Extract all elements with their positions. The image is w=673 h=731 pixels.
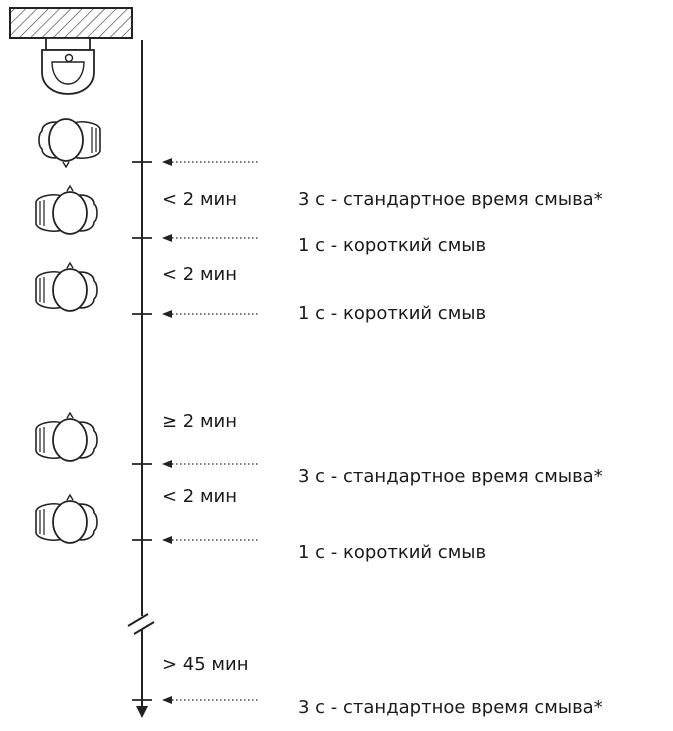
interval-label: < 2 мин: [162, 264, 238, 285]
person-top-view-icon: [35, 494, 98, 544]
arrow-head-icon: [162, 696, 172, 704]
person-top-view-icon: [35, 412, 98, 462]
ceiling-hatch-icon: [9, 7, 133, 39]
interval-label: < 2 мин: [162, 486, 238, 507]
person-top-view-icon: [38, 118, 101, 168]
person-top-view-icon: [35, 262, 98, 312]
flush-label: 3 с - стандартное время смыва*: [298, 189, 603, 210]
flush-label: 3 с - стандартное время смыва*: [298, 697, 603, 718]
interval-label: < 2 мин: [162, 189, 238, 210]
flush-label: 1 с - короткий смыв: [298, 235, 487, 256]
time-axis: [127, 40, 155, 718]
arrow-head-icon: [162, 460, 172, 468]
arrow-head-icon: [162, 234, 172, 242]
interval-label: ≥ 2 мин: [162, 411, 238, 432]
arrow-head-icon: [162, 310, 172, 318]
flush-event-markers: [132, 158, 260, 704]
person-top-view-icon: [35, 185, 98, 235]
flush-label: 1 с - короткий смыв: [298, 542, 487, 563]
interval-label: > 45 мин: [162, 654, 249, 675]
arrow-head-icon: [162, 158, 172, 166]
flush-label: 3 с - стандартное время смыва*: [298, 466, 603, 487]
urinal-sensor-icon: [41, 37, 95, 95]
flush-label: 1 с - короткий смыв: [298, 303, 487, 324]
arrow-head-icon: [162, 536, 172, 544]
